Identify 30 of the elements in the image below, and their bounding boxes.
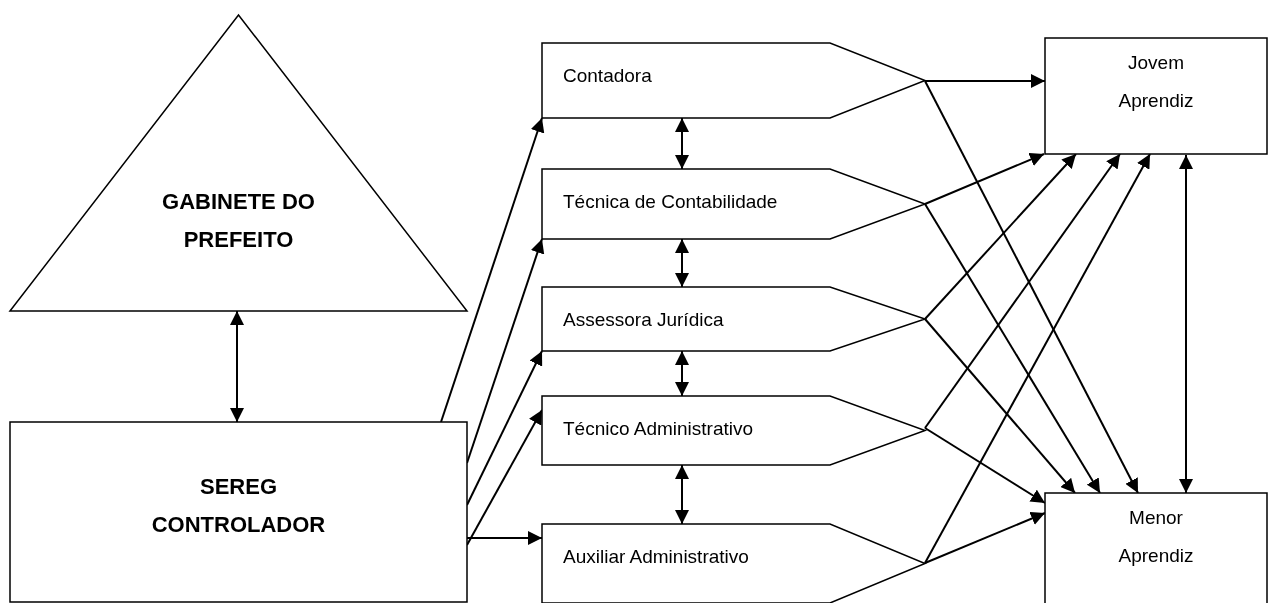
arrow <box>924 80 1139 494</box>
arrow <box>466 409 543 546</box>
arrow <box>924 153 1121 429</box>
arrow <box>466 238 545 464</box>
node-label: Auxiliar Administrativo <box>563 545 750 569</box>
node-label: GABINETE DO PREFEITO <box>161 188 316 254</box>
node-label: Assessora Jurídica <box>563 308 725 332</box>
arrow <box>675 464 689 525</box>
node-label: Técnico Administrativo <box>563 417 755 441</box>
arrow <box>675 117 689 170</box>
node-label: SEREG CONTROLADOR <box>150 473 327 539</box>
arrow <box>924 153 1077 320</box>
arrow <box>924 427 1046 504</box>
arrow <box>675 350 689 397</box>
node-label: Jovem Aprendiz <box>1117 51 1195 113</box>
arrow <box>230 310 244 423</box>
arrow <box>466 350 543 506</box>
arrow <box>924 511 1046 564</box>
arrow <box>924 74 1046 88</box>
arrow <box>924 203 1101 494</box>
arrow <box>1179 154 1193 494</box>
arrow <box>440 117 545 423</box>
arrow <box>924 153 1151 564</box>
node-label: Contadora <box>563 64 653 88</box>
node-label: Técnica de Contabilidade <box>563 190 779 214</box>
arrow <box>466 531 543 545</box>
node-label: Menor Aprendiz <box>1117 506 1195 568</box>
arrow <box>675 238 689 288</box>
arrow <box>924 318 1076 494</box>
arrow <box>924 152 1045 205</box>
